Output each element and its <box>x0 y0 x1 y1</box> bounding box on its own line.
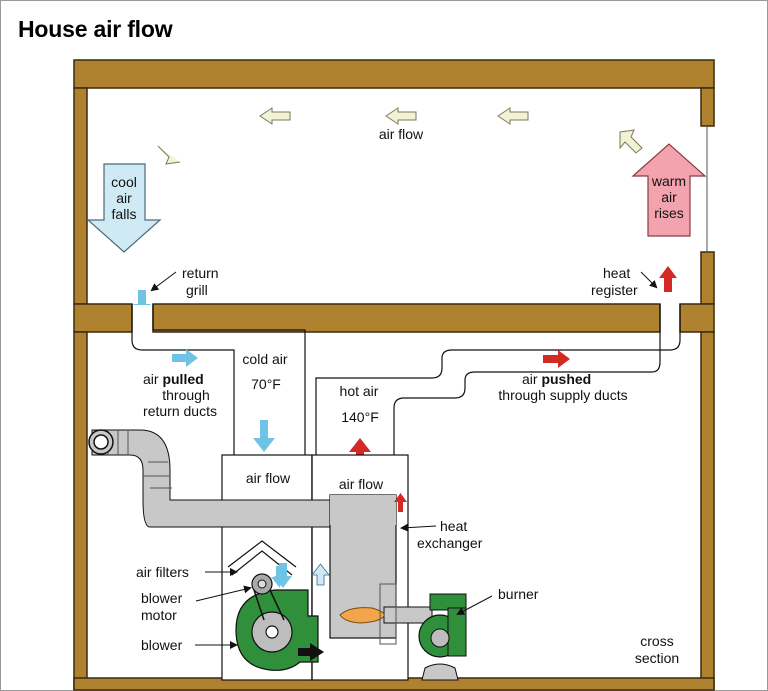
warm-air-line-3: rises <box>654 205 684 221</box>
heat-exchanger-line-2: exchanger <box>417 535 483 551</box>
heat-exchanger-pointer <box>400 523 437 532</box>
return-floor-opening <box>133 305 152 331</box>
cold-temp-label: 70°F <box>251 376 281 392</box>
hot-air-label: hot air <box>340 383 379 399</box>
filter-down-arrow-2 <box>274 563 292 588</box>
cross-section-line-2: section <box>635 650 679 666</box>
heat-register-line-2: register <box>591 282 638 298</box>
cross-section-line-1: cross <box>640 633 673 649</box>
air-flow-return-label: air flow <box>246 470 291 486</box>
air-flow-top-label: air flow <box>379 126 424 142</box>
air-pulled-line-2: through <box>162 387 209 403</box>
left-wall-upper <box>73 87 88 305</box>
burner-pointer <box>456 595 493 615</box>
air-pushed-line-2: through supply ducts <box>498 387 627 403</box>
room-circulation-arrows <box>157 107 643 165</box>
cool-air-line-3: falls <box>112 206 137 222</box>
heat-register-line-1: heat <box>603 265 630 281</box>
supply-duct-arrow <box>543 350 570 368</box>
warm-air-arrow <box>631 143 707 237</box>
basement-left-wall <box>73 331 88 690</box>
heat-register-pointer <box>640 271 658 289</box>
exhaust-flue <box>88 429 331 528</box>
cold-air-down-arrow <box>253 420 275 452</box>
cool-air-line-2: air <box>116 190 132 206</box>
return-grill-line-2: grill <box>186 282 208 298</box>
right-wall-mid <box>700 251 715 305</box>
hot-air-up-arrow <box>349 438 371 470</box>
return-grill-pointer <box>150 271 177 292</box>
basement-right-wall <box>700 331 715 690</box>
return-duct-inner <box>152 304 306 455</box>
supply-duct-inner <box>393 304 661 455</box>
floor-left <box>73 303 133 333</box>
blower-motor-pointer <box>195 585 252 602</box>
cold-air-label: cold air <box>242 351 287 367</box>
supply-duct-outer <box>315 304 681 455</box>
return-grill-line-1: return <box>182 265 219 281</box>
supply-floor-opening <box>661 305 679 331</box>
air-flow-supply-label: air flow <box>339 476 384 492</box>
flow-arrow-2 <box>385 107 417 125</box>
flow-arrow-1 <box>259 107 291 125</box>
warm-air-line-2: air <box>661 189 677 205</box>
burner-assembly <box>339 583 467 681</box>
flow-arrow-3 <box>497 107 529 125</box>
warm-air-line-1: warm <box>651 173 686 189</box>
burner-label: burner <box>498 586 539 602</box>
burner-flame <box>339 607 385 624</box>
heat-exchanger-line-1: heat <box>440 518 467 534</box>
hot-temp-label: 140°F <box>341 409 379 425</box>
flow-arrow-fall <box>157 145 181 165</box>
right-wall-top <box>700 87 715 127</box>
blower-motor-line-1: blower <box>141 590 183 606</box>
blower-up-arrow <box>311 563 330 586</box>
page-title: House air flow <box>18 16 173 42</box>
blower-assembly <box>235 573 324 671</box>
blower-label: blower <box>141 637 183 653</box>
return-duct-arrow <box>172 349 198 367</box>
house-walls <box>73 59 715 691</box>
return-duct-outer <box>131 304 235 455</box>
air-pulled-line-3: return ducts <box>143 403 217 419</box>
blower-motor-line-2: motor <box>141 607 177 623</box>
roof-beam <box>73 59 715 89</box>
floor-middle <box>152 303 661 333</box>
air-pulled-line-1: air pulled <box>143 371 204 387</box>
blower-out-arrow <box>298 643 324 661</box>
heat-register-arrow <box>659 266 677 292</box>
flow-arrow-rise <box>619 129 643 154</box>
air-filters-label: air filters <box>136 564 189 580</box>
air-pushed-line-1: air pushed <box>522 371 591 387</box>
exchanger-up-arrow <box>394 493 407 512</box>
cool-air-line-1: cool <box>111 174 137 190</box>
ducts <box>131 304 681 455</box>
floor-right <box>679 303 715 333</box>
cool-air-arrow <box>86 163 162 253</box>
